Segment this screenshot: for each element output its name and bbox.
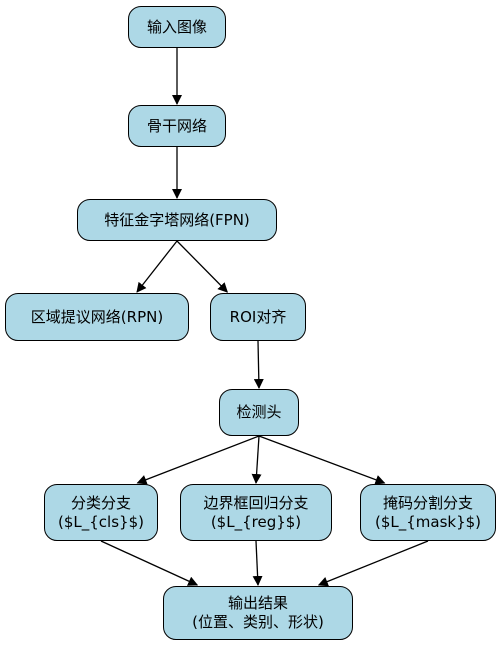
node-roi-align-label: ROI对齐: [229, 307, 287, 326]
node-detection-head-label: 检测头: [236, 403, 282, 421]
node-backbone-network: 骨干网络: [128, 105, 226, 147]
edge-roi_align-to-det_head: [253, 340, 264, 389]
node-mask-segmentation-branch-loss: ($L_{mask}$): [374, 512, 482, 531]
node-input-image-label: 输入图像: [146, 17, 207, 36]
edge-det_head-to-cls_branch: [136, 435, 260, 485]
node-bbox-regression-branch-title: 边界框回归分支: [203, 493, 309, 512]
edge-det_head-to-reg_branch: [251, 435, 262, 484]
node-mask-segmentation-branch-title: 掩码分割分支: [382, 493, 473, 512]
node-bbox-regression-branch-loss: ($L_{reg}$): [210, 512, 302, 531]
node-fpn-label: 特征金字塔网络(FPN): [104, 210, 250, 229]
node-detection-head: 检测头: [219, 389, 299, 436]
node-classification-branch-title: 分类分支: [70, 493, 131, 512]
node-rpn-label: 区域提议网络(RPN): [30, 307, 164, 326]
node-fpn: 特征金字塔网络(FPN): [77, 199, 277, 241]
node-mask-segmentation-branch: 掩码分割分支 ($L_{mask}$): [360, 484, 496, 541]
edge-reg_branch-to-output: [252, 540, 263, 586]
node-backbone-network-label: 骨干网络: [146, 116, 207, 135]
node-classification-branch: 分类分支 ($L_{cls}$): [44, 484, 158, 541]
node-bbox-regression-branch: 边界框回归分支 ($L_{reg}$): [180, 484, 332, 541]
node-output-result-title: 输出结果: [227, 594, 288, 612]
node-output-result: 输出结果 (位置、类别、形状): [163, 586, 353, 640]
edge-mask_branch-to-output: [317, 540, 429, 587]
node-output-result-detail: (位置、类别、形状): [192, 613, 324, 631]
node-input-image: 输入图像: [128, 6, 226, 48]
node-classification-branch-loss: ($L_{cls}$): [58, 512, 144, 531]
edge-det_head-to-mask_branch: [258, 435, 386, 485]
edge-fpn-to-rpn: [136, 240, 178, 293]
node-roi-align: ROI对齐: [210, 293, 306, 341]
node-rpn: 区域提议网络(RPN): [5, 293, 189, 341]
edge-cls_branch-to-output: [100, 540, 199, 586]
edge-fpn-to-roi_align: [176, 240, 228, 293]
